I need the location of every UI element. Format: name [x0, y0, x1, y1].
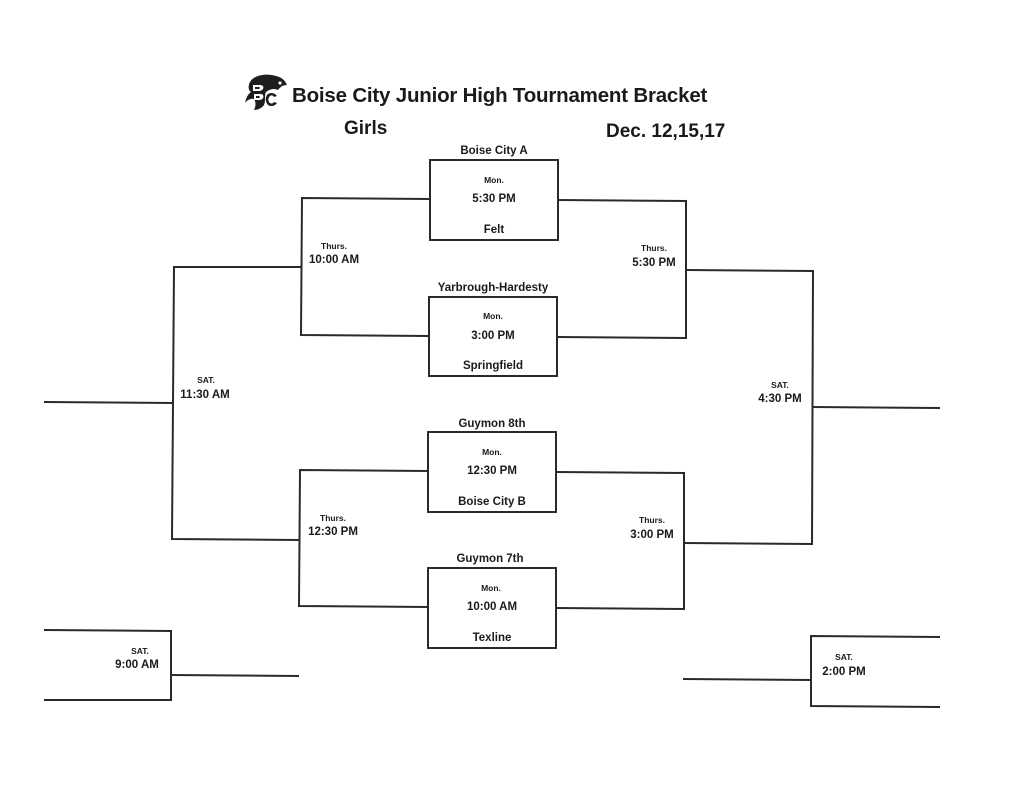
game-1-day: Mon.	[484, 175, 504, 185]
right-semi-bottom-lines	[555, 471, 685, 611]
right-semi-bottom-time: 3:00 PM	[630, 529, 674, 541]
game-3-time: 12:30 PM	[467, 465, 517, 477]
left-final-day: SAT.	[197, 375, 215, 385]
division-label: Girls	[344, 118, 388, 139]
left-consolation-day: SAT.	[131, 646, 149, 656]
left-semi-bottom-day: Thurs.	[320, 513, 346, 523]
right-consolation-winner-line	[682, 678, 812, 681]
game-2-top-team: Yarbrough-Hardesty	[437, 282, 549, 294]
right-consolation-time: 2:00 PM	[822, 666, 866, 678]
game-4-day: Mon.	[481, 583, 501, 593]
game-2-time: 3:00 PM	[471, 330, 515, 342]
game-1-top-team: Boise City A	[460, 145, 528, 157]
game-4-top-team: Guymon 7th	[456, 553, 524, 565]
game-2-day: Mon.	[483, 311, 503, 321]
right-consolation-lines	[810, 634, 941, 708]
left-final-winner-line	[43, 401, 174, 404]
left-semi-top-lines	[299, 196, 431, 337]
right-final-winner-line	[811, 406, 941, 409]
right-final-lines	[683, 269, 815, 546]
left-consolation-time: 9:00 AM	[115, 659, 159, 671]
left-consolation-winner-line	[170, 674, 300, 677]
game-4-bottom-team: Texline	[472, 632, 512, 644]
game-2-bottom-team: Springfield	[462, 360, 524, 372]
left-semi-top-time: 10:00 AM	[308, 254, 360, 266]
right-final-time: 4:30 PM	[758, 393, 802, 405]
left-semi-bottom-time: 12:30 PM	[308, 526, 358, 538]
left-semi-top-day: Thurs.	[321, 241, 347, 251]
game-3-top-team: Guymon 8th	[458, 418, 526, 430]
right-semi-bottom-day: Thurs.	[639, 515, 665, 525]
game-4-time: 10:00 AM	[466, 601, 518, 613]
left-final-lines	[170, 266, 302, 541]
right-consolation-day: SAT.	[835, 652, 853, 662]
right-final-day: SAT.	[771, 380, 789, 390]
left-semi-bottom-lines	[297, 468, 429, 608]
right-semi-top-time: 5:30 PM	[632, 257, 676, 269]
game-3-day: Mon.	[482, 447, 502, 457]
panther-logo-icon	[245, 74, 287, 110]
page-title: Boise City Junior High Tournament Bracke…	[292, 84, 708, 107]
game-box-2	[428, 296, 558, 377]
tournament-dates: Dec. 12,15,17	[606, 121, 726, 142]
game-1-time: 5:30 PM	[472, 193, 516, 205]
left-consolation-lines	[43, 629, 172, 701]
game-3-bottom-team: Boise City B	[458, 496, 526, 508]
game-1-bottom-team: Felt	[483, 224, 505, 236]
right-semi-top-lines	[556, 199, 687, 340]
right-semi-top-day: Thurs.	[641, 243, 667, 253]
left-final-time: 11:30 AM	[180, 389, 230, 401]
